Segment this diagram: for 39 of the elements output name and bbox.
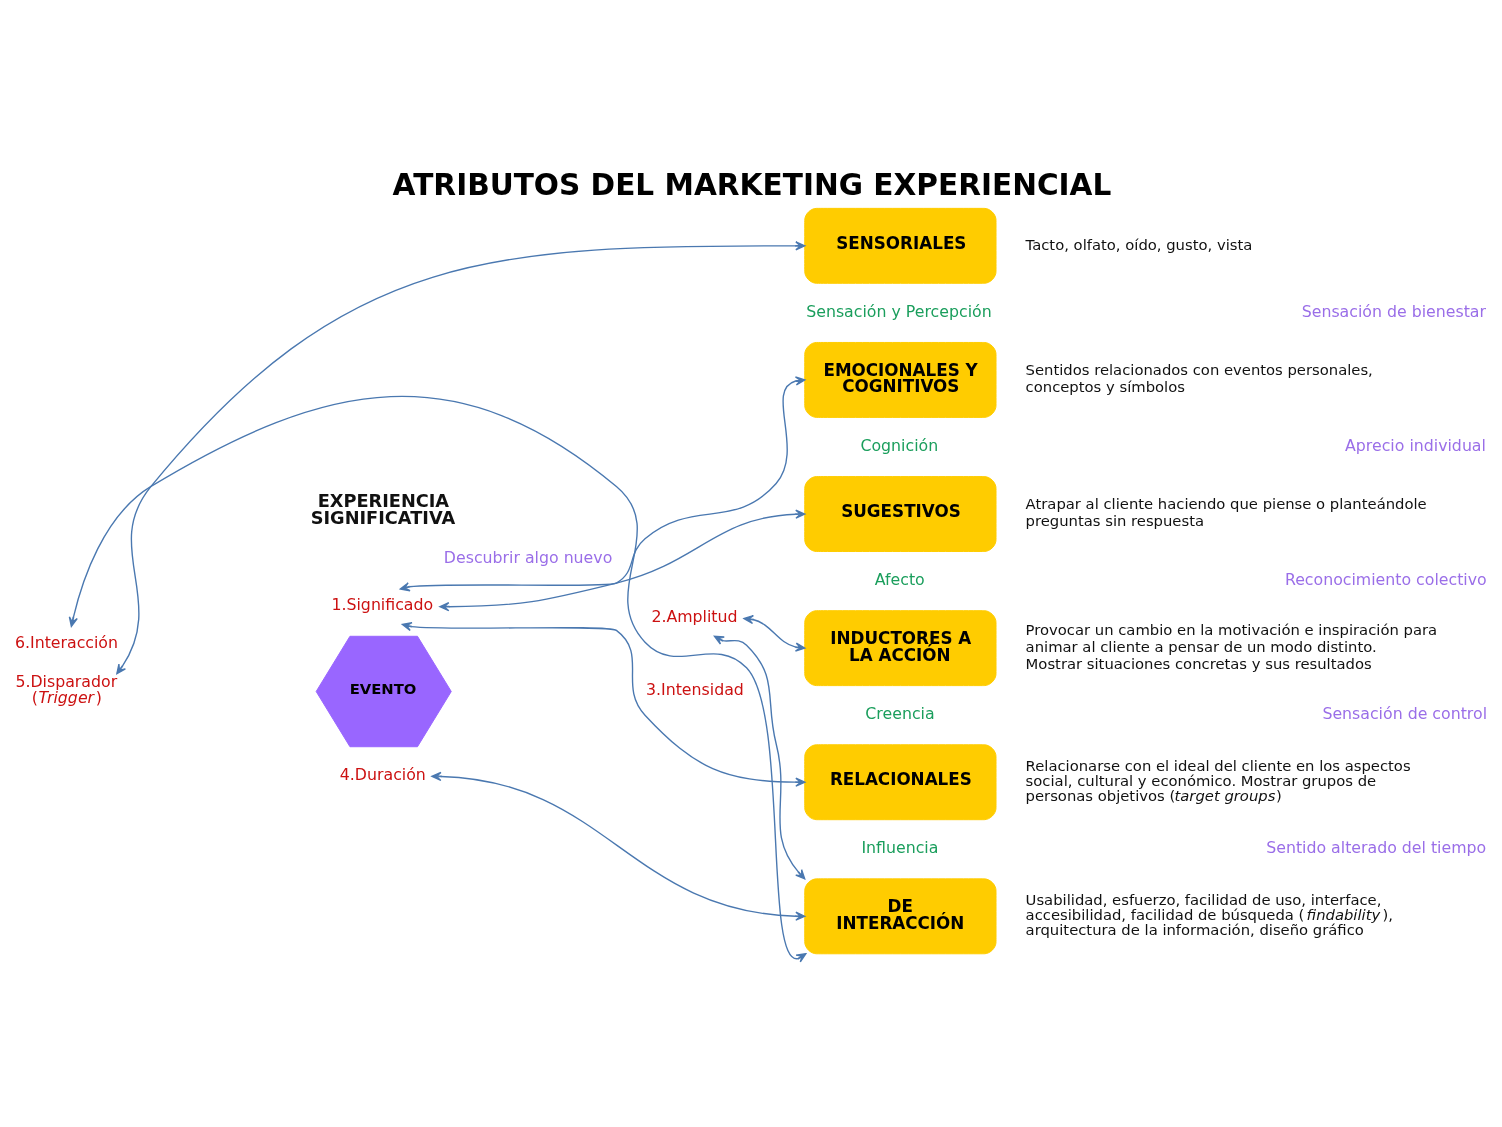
- node-box: SENSORIALES: [804, 207, 997, 284]
- arrow: [439, 509, 806, 612]
- node-box: INDUCTORES A LA ACCIÓN: [804, 610, 997, 687]
- node-label: Tacto, olfato, oído, gusto, vista: [1025, 235, 1253, 253]
- node-text: 4.Duración: [339, 765, 426, 785]
- label: Aprecio individual: [1345, 435, 1486, 455]
- label: Afecto: [874, 569, 925, 589]
- node-text: 1.Significado: [331, 595, 434, 615]
- arrow: [743, 614, 806, 652]
- label: 3.Intensidad: [645, 680, 744, 700]
- node-text: 5.Disparador (Trigger): [15, 672, 118, 708]
- diagram-title: ATRIBUTOS DEL MARKETING EXPERIENCIAL: [392, 167, 1112, 202]
- arrow: [68, 395, 807, 963]
- label: Sensación de control: [1322, 703, 1488, 723]
- node-label: Relacionarse con el ideal del cliente en los aspectos social, cultural y económico. Mostrar grupos de personas objetivos (target groups): [1025, 757, 1411, 804]
- node-box: EMOCIONALES Y COGNITIVOS: [804, 341, 997, 418]
- arrow: [116, 241, 806, 675]
- label: Descubrir algo nuevo: [443, 548, 613, 568]
- node-text: 6.Interacción: [14, 632, 119, 652]
- label: Reconocimiento colectivo: [1284, 569, 1487, 589]
- arrow: [401, 622, 806, 787]
- node-text: 2.Amplitud: [651, 607, 738, 627]
- node-box: RELACIONALES: [804, 744, 997, 821]
- label: Sensación de bienestar: [1301, 301, 1486, 321]
- label: EXPERIENCIA SIGNIFICATIVA: [310, 490, 456, 529]
- label: Influencia: [861, 838, 939, 858]
- node-label: Usabilidad, esfuerzo, facilidad de uso, interface, accesibilidad, facilidad de búsqueda (findability), arquitectura de la información, diseño gráfico: [1025, 891, 1394, 939]
- arrow: [399, 376, 806, 592]
- node-label: Provocar un cambio en la motivación e inspiración para animar al cliente a pensar de un modo distinto. Mostrar situaciones concretas y sus resultados: [1025, 621, 1438, 672]
- label: Cognición: [860, 435, 939, 455]
- label: Creencia: [865, 703, 935, 723]
- node-box: DE INTERACCIÓN: [804, 878, 997, 955]
- label: Sensación y Percepción: [806, 301, 992, 321]
- label: Sentido alterado del tiempo: [1266, 838, 1487, 858]
- node-label: Atrapar al cliente haciendo que piense o planteándole preguntas sin respuesta: [1025, 495, 1427, 529]
- arrow: [431, 771, 806, 921]
- node-box: SUGESTIVOS: [804, 476, 997, 552]
- arrow: [713, 635, 806, 880]
- node-label: Sentidos relacionados con eventos personales, conceptos y símbolos: [1025, 361, 1373, 395]
